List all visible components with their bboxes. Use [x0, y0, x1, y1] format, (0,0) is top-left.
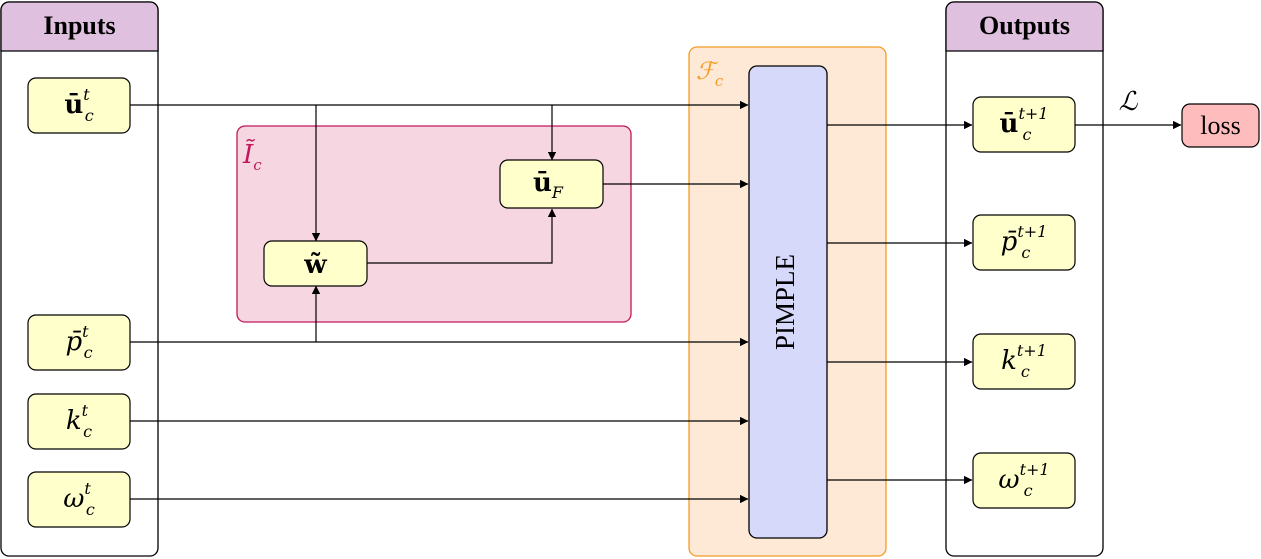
solver-group-label: ℱc	[696, 57, 724, 90]
svg-text:w̃: w̃	[303, 250, 327, 280]
face-velocity-node: ūF	[499, 159, 604, 209]
inputs-panel-title: Inputs	[43, 11, 115, 40]
svg-text:ūtc: ūtc	[64, 85, 93, 125]
svg-text:ktc: ktc	[66, 401, 92, 441]
pimple-block	[748, 65, 828, 539]
svg-text:loss: loss	[1200, 111, 1240, 140]
connectors	[130, 100, 1182, 504]
outputs-panel-header	[945, 1, 1104, 52]
inputs-panel-header	[0, 1, 159, 52]
svg-text:kt+1c: kt+1c	[1001, 341, 1047, 381]
loss-node: loss	[1181, 103, 1260, 148]
svg-text:ūt+1c: ūt+1c	[1000, 104, 1049, 144]
pimple-label: PIMPLE	[770, 254, 800, 350]
svg-text:p̄t+1c: p̄t+1c	[1001, 222, 1048, 262]
loss-edge-label: ℒ	[1119, 87, 1139, 117]
interpolation-group	[236, 125, 632, 323]
edge-w-to-uF	[367, 208, 557, 264]
weight-node: w̃	[263, 240, 368, 287]
svg-text:p̄tc: p̄tc	[65, 322, 92, 362]
svg-text:ωtc: ωtc	[63, 479, 95, 519]
outputs-panel-title: Outputs	[979, 11, 1070, 40]
svg-text:ωt+1c: ωt+1c	[998, 460, 1049, 500]
svg-text:ūF: ūF	[533, 168, 564, 202]
interpolation-group-label: Ĩc	[242, 138, 262, 174]
